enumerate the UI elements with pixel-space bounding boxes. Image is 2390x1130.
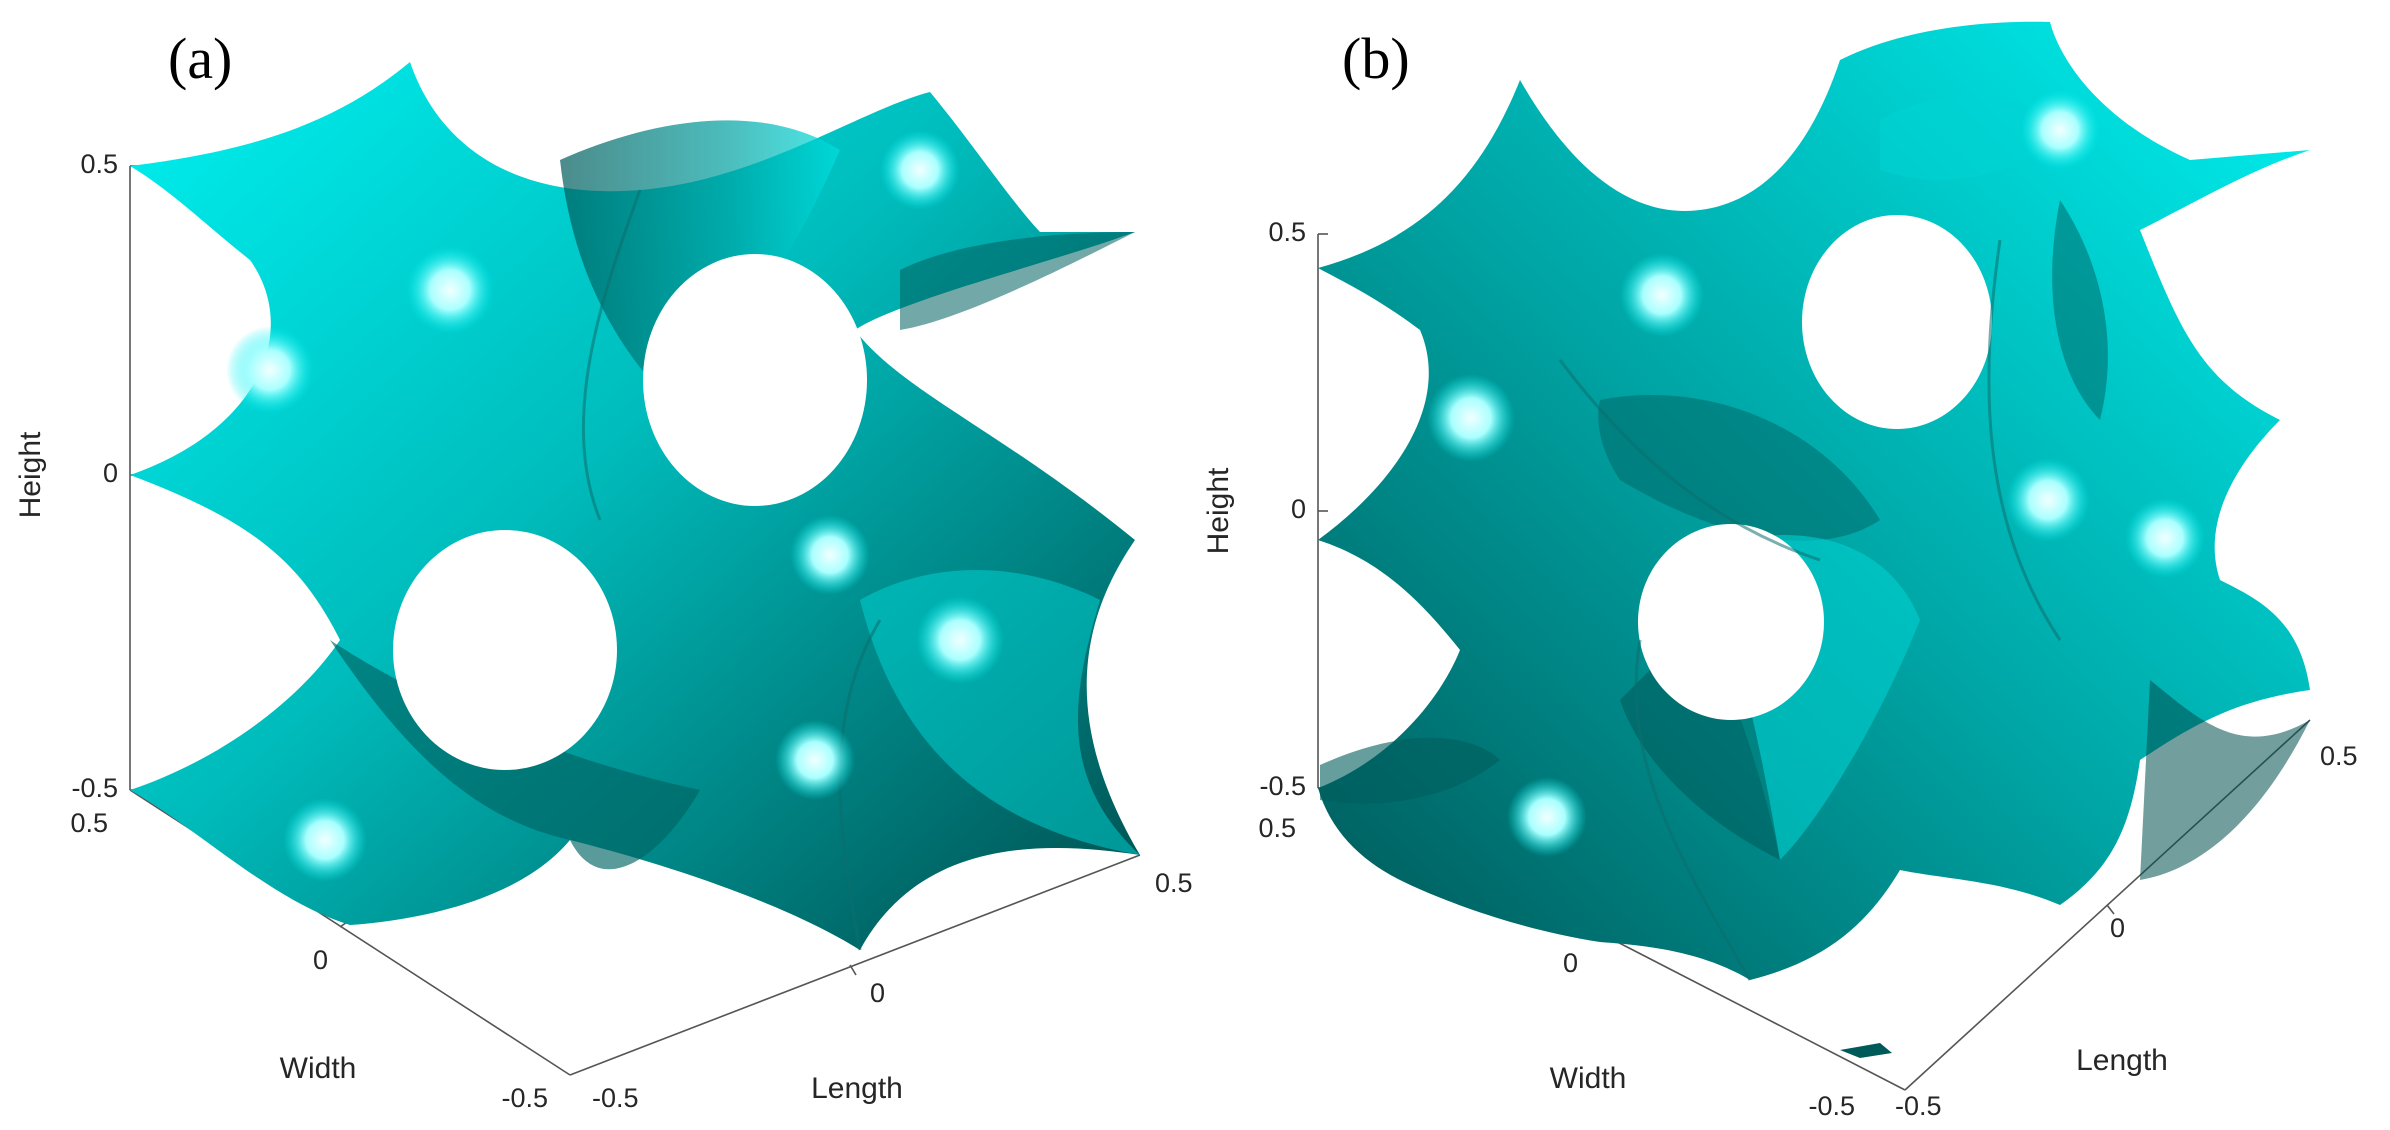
panel-a-highlight xyxy=(775,720,855,800)
panel-b-width-axis-title: Width xyxy=(1550,1062,1627,1095)
panel-b-surface-fragment xyxy=(1840,1043,1892,1058)
panel-a-height-tick-label: -0.5 xyxy=(71,773,118,803)
panel-a-length-tick-label: 0.5 xyxy=(1155,868,1193,898)
panel-b-highlight xyxy=(2006,458,2090,542)
panel-b-pore xyxy=(1638,524,1824,720)
panel-b-height-tick-label: 0 xyxy=(1291,494,1306,524)
panel-a-highlight xyxy=(226,326,314,414)
panel-a-gyroid-surface xyxy=(130,62,1140,951)
panel-b-length-tick-label: 0 xyxy=(2110,913,2125,943)
panel-b-highlight xyxy=(1427,374,1515,462)
panel-a-highlight xyxy=(283,798,367,882)
panel-a-highlight xyxy=(406,246,494,334)
panel-a-length-axis xyxy=(569,854,1141,1076)
panel-a: (a) xyxy=(14,26,1193,1113)
panel-a-highlight xyxy=(880,130,960,210)
panel-a-pore xyxy=(643,254,867,506)
panel-b: (b) xyxy=(1202,21,2358,1121)
panel-a-length-axis-title: Length xyxy=(811,1072,903,1105)
panel-b-height-tick-label: -0.5 xyxy=(1259,771,1306,801)
panel-a-width-tick-label: 0.5 xyxy=(70,808,108,838)
panel-a-pore xyxy=(393,530,617,770)
panel-a-height-tick-label: 0.5 xyxy=(80,149,118,179)
panel-b-length-tick-label: -0.5 xyxy=(1895,1091,1942,1121)
panel-b-height-tick-label: 0.5 xyxy=(1268,217,1306,247)
panel-b-length-tick-label: 0.5 xyxy=(2320,741,2358,771)
panel-a-highlight xyxy=(916,596,1004,684)
panel-b-length-axis-title: Length xyxy=(2076,1044,2168,1077)
panel-a-width-tick-label: -0.5 xyxy=(501,1083,548,1113)
panel-a-width-tick-label: 0 xyxy=(313,945,328,975)
panel-b-highlight xyxy=(1620,253,1704,337)
panel-b-pore xyxy=(1802,215,1992,429)
panel-a-length-tick-label: -0.5 xyxy=(592,1083,639,1113)
panel-b-gyroid-surface xyxy=(1318,21,2310,1058)
panel-b-highlight xyxy=(1507,777,1587,857)
panel-b-width-tick-label: -0.5 xyxy=(1808,1091,1855,1121)
panel-b-label: (b) xyxy=(1342,26,1410,91)
panel-a-length-tick-label: 0 xyxy=(870,978,885,1008)
panel-b-width-tick-label: 0 xyxy=(1563,948,1578,978)
panel-b-width-tick-label: 0.5 xyxy=(1258,813,1296,843)
panel-b-length-tick xyxy=(2106,904,2115,915)
panel-b-height-axis-title: Height xyxy=(1202,467,1235,554)
panel-a-length-tick xyxy=(849,964,857,976)
panel-a-height-tick-label: 0 xyxy=(103,458,118,488)
panel-a-width-axis-title: Width xyxy=(280,1052,357,1085)
panel-b-highlight xyxy=(2020,90,2100,170)
panel-b-highlight xyxy=(2125,498,2205,578)
panel-a-label: (a) xyxy=(168,26,232,91)
panel-a-highlight xyxy=(790,515,870,595)
panel-a-height-axis-title: Height xyxy=(14,431,47,518)
